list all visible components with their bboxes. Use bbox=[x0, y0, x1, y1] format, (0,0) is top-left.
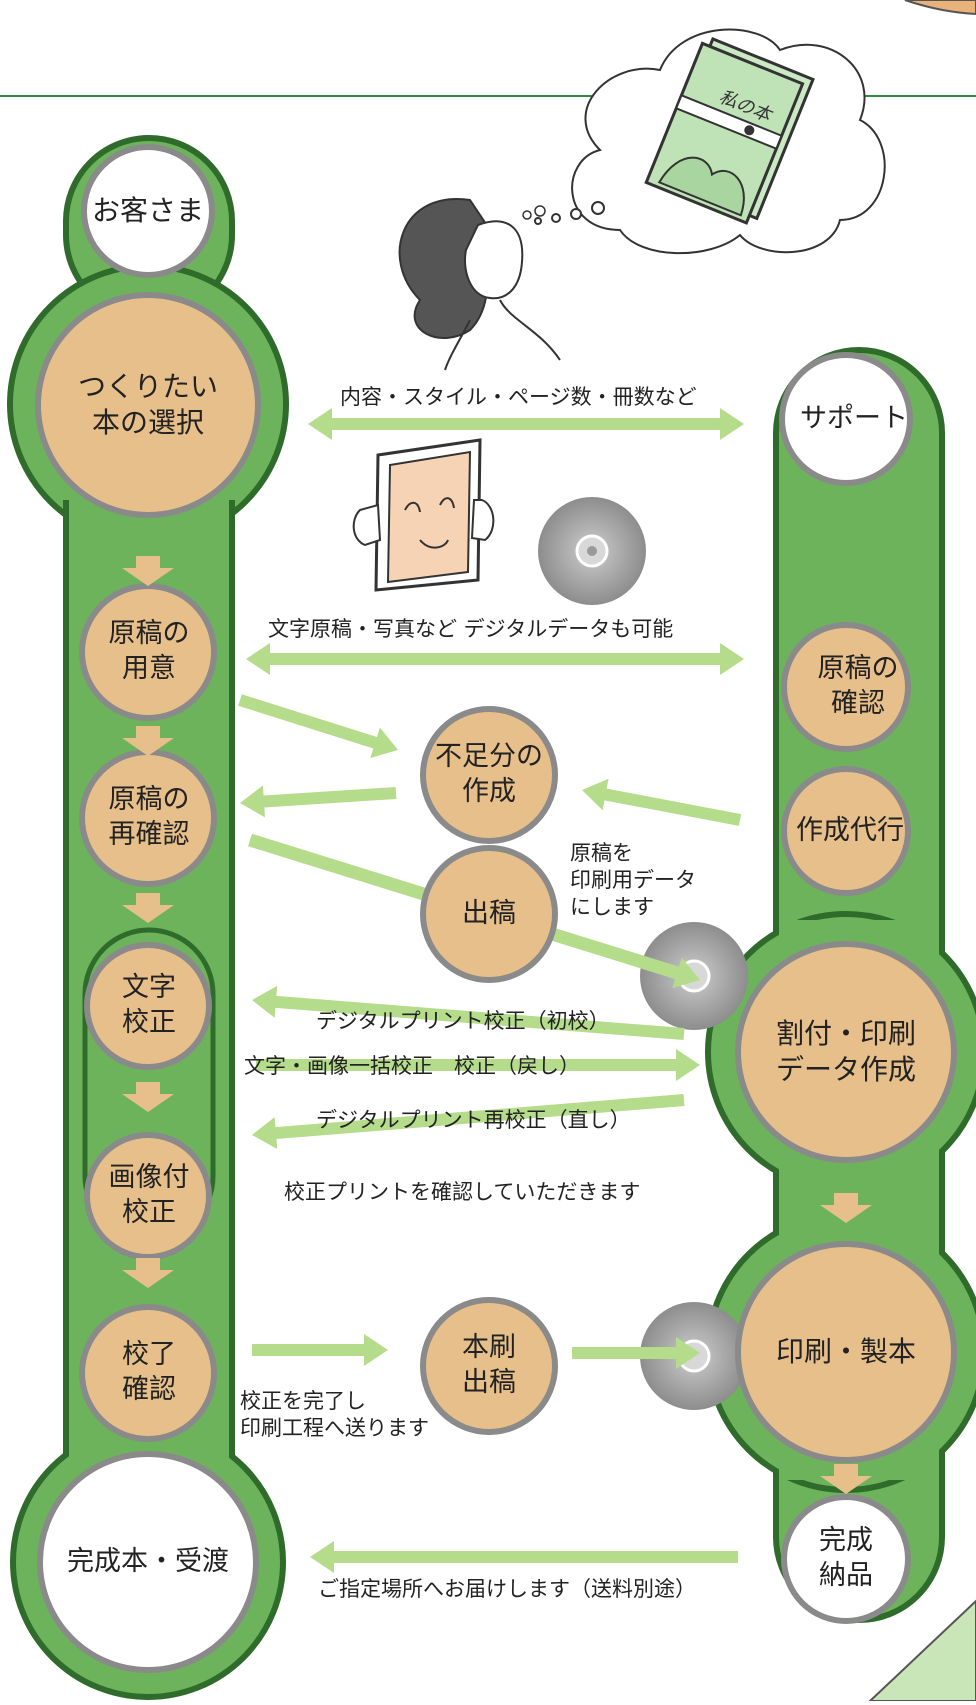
paper-holder-illustration bbox=[352, 438, 495, 592]
label-proof2: デジタルプリント再校正（直し） bbox=[316, 1108, 631, 1132]
support-end: 完成 納品 bbox=[819, 1525, 873, 1591]
label-to-print-data: 原稿を 印刷用データ にします bbox=[570, 841, 696, 919]
support-title: サポート bbox=[800, 402, 908, 434]
thought-cloud-illustration: 私の本 bbox=[534, 28, 886, 255]
proof2-arrow bbox=[252, 1094, 685, 1150]
label-materials: 文字原稿・写真など デジタルデータも可能 bbox=[268, 617, 674, 641]
proof-return-arrow bbox=[256, 1049, 700, 1081]
support-proxy-node bbox=[781, 766, 911, 896]
step-select-node bbox=[35, 292, 261, 518]
support-layout: 割付・印刷 データ作成 bbox=[775, 1017, 916, 1086]
step-text-proof: 文字 校正 bbox=[122, 972, 176, 1038]
delivery-arrow bbox=[310, 1541, 738, 1573]
support-print: 印刷・製本 bbox=[775, 1335, 916, 1369]
step-reconfirm: 原稿の 再確認 bbox=[108, 784, 190, 850]
step-down-arrow bbox=[122, 726, 174, 756]
support-print-node bbox=[735, 1241, 957, 1463]
step-select: つくりたい 本の選択 bbox=[77, 370, 218, 439]
consult-exchange-arrow bbox=[308, 408, 744, 440]
support-title-node bbox=[779, 352, 913, 486]
step-final-check: 校了 確認 bbox=[122, 1339, 176, 1405]
label-to-press: 校正を完了し 印刷工程へ送ります bbox=[240, 1389, 429, 1441]
flow-nodes bbox=[35, 144, 957, 1673]
label-delivery: ご指定場所へお届けします（送料別途） bbox=[318, 1577, 696, 1601]
step-down-arrow bbox=[820, 1464, 872, 1494]
middle-shortage-node bbox=[420, 706, 558, 844]
support-check: 原稿の 確認 bbox=[817, 653, 899, 719]
proxy-to-shortage-arrow bbox=[582, 778, 742, 826]
middle-submit-node bbox=[420, 845, 558, 983]
step-prepare: 原稿の 用意 bbox=[108, 618, 190, 684]
book-icon bbox=[644, 36, 815, 225]
label-proof-return: 文字・画像一括校正 校正（戻し） bbox=[244, 1054, 580, 1078]
step-text-proof-node bbox=[84, 942, 212, 1070]
support-end-node bbox=[781, 1494, 911, 1624]
step-down-arrow bbox=[122, 556, 174, 586]
customer-end: 完成本・受渡 bbox=[67, 1545, 229, 1577]
step-down-arrow bbox=[122, 1082, 174, 1112]
corner-book-decoration bbox=[904, 0, 976, 16]
step-down-arrow bbox=[122, 893, 174, 923]
press-to-print-arrow bbox=[572, 1337, 700, 1369]
middle-submit: 出稿 bbox=[462, 897, 516, 929]
support-check-node bbox=[781, 622, 911, 752]
shortage-to-reconfirm-arrow bbox=[240, 785, 397, 818]
label-proof-note: 校正プリントを確認していただきます bbox=[284, 1180, 641, 1204]
step-down-arrow bbox=[820, 1193, 872, 1223]
prepare-to-shortage-arrow bbox=[238, 694, 398, 759]
materials-exchange-arrow bbox=[246, 643, 744, 675]
thinking-person-illustration bbox=[398, 198, 561, 371]
middle-final-submit: 本刷 出稿 bbox=[462, 1332, 516, 1398]
label-consult: 内容・スタイル・ページ数・冊数など bbox=[340, 385, 697, 409]
step-image-proof-node bbox=[84, 1132, 212, 1260]
cd-icon bbox=[538, 497, 646, 605]
final-check-to-press-arrow bbox=[252, 1334, 388, 1366]
step-final-check-node bbox=[79, 1304, 217, 1442]
proof1-arrow bbox=[252, 985, 685, 1040]
support-proxy: 作成代行 bbox=[796, 814, 904, 846]
step-down-arrow bbox=[122, 1258, 174, 1288]
customer-end-node bbox=[37, 1451, 259, 1673]
step-image-proof: 画像付 校正 bbox=[108, 1162, 190, 1228]
label-proof1: デジタルプリント校正（初校） bbox=[316, 1009, 610, 1033]
middle-shortage: 不足分の 作成 bbox=[435, 741, 543, 807]
customer-title-node bbox=[81, 144, 215, 278]
support-layout-node bbox=[735, 941, 957, 1163]
middle-final-submit-node bbox=[420, 1297, 558, 1435]
customer-title: お客さま bbox=[91, 194, 204, 228]
